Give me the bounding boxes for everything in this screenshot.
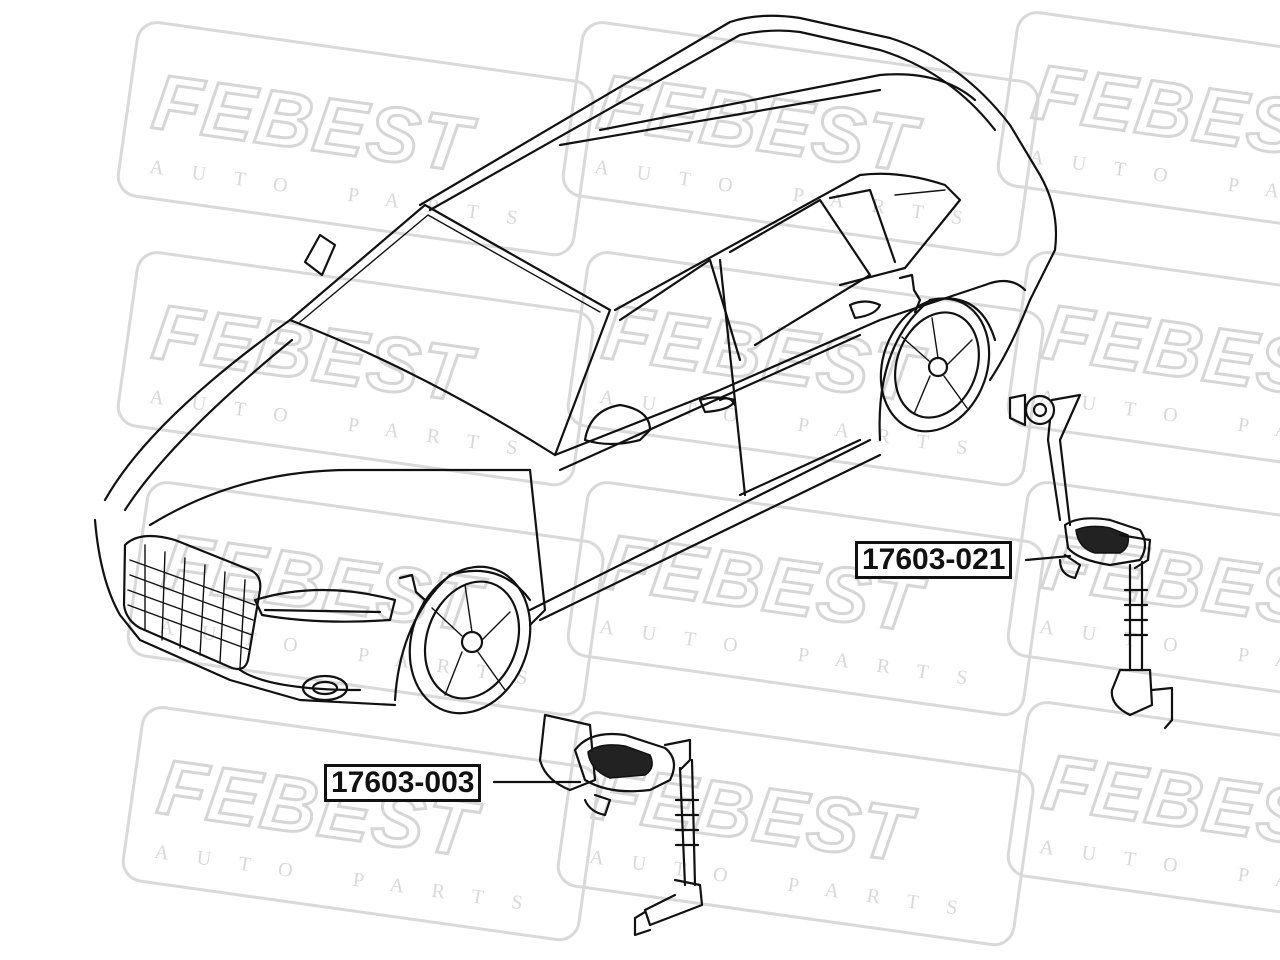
car-illustration (93, 14, 1058, 715)
watermark-3: FEBEST AUTO PARTS (996, 11, 1280, 247)
front-level-sensor (538, 713, 704, 937)
watermark-layer: FEBEST AUTO PARTS FEBEST AUTO PARTS FEBE… (116, 11, 1280, 947)
watermark-7: FEBEST AUTO PARTS (126, 481, 605, 717)
rear-wheel (878, 297, 997, 442)
watermark-5: FEBEST AUTO PARTS (566, 251, 1045, 487)
watermark-10: FEBEST AUTO PARTS (121, 706, 600, 942)
watermark-1: FEBEST AUTO PARTS (116, 21, 595, 257)
part-label-front[interactable]: 17603-003 (324, 764, 482, 802)
part-label-rear[interactable]: 17603-021 (855, 541, 1013, 579)
watermark-4: FEBEST AUTO PARTS (116, 251, 595, 487)
front-wheel (408, 565, 532, 715)
watermark-11: FEBEST AUTO PARTS (556, 711, 1035, 947)
watermark-6: FEBEST AUTO PARTS (1006, 251, 1280, 487)
watermark-12: FEBEST AUTO PARTS (1006, 701, 1280, 937)
watermark-2: FEBEST AUTO PARTS (561, 21, 1040, 257)
watermark-8: FEBEST AUTO PARTS (566, 481, 1045, 717)
leader-line-rear (1024, 554, 1072, 562)
rear-level-sensor (1008, 393, 1174, 730)
